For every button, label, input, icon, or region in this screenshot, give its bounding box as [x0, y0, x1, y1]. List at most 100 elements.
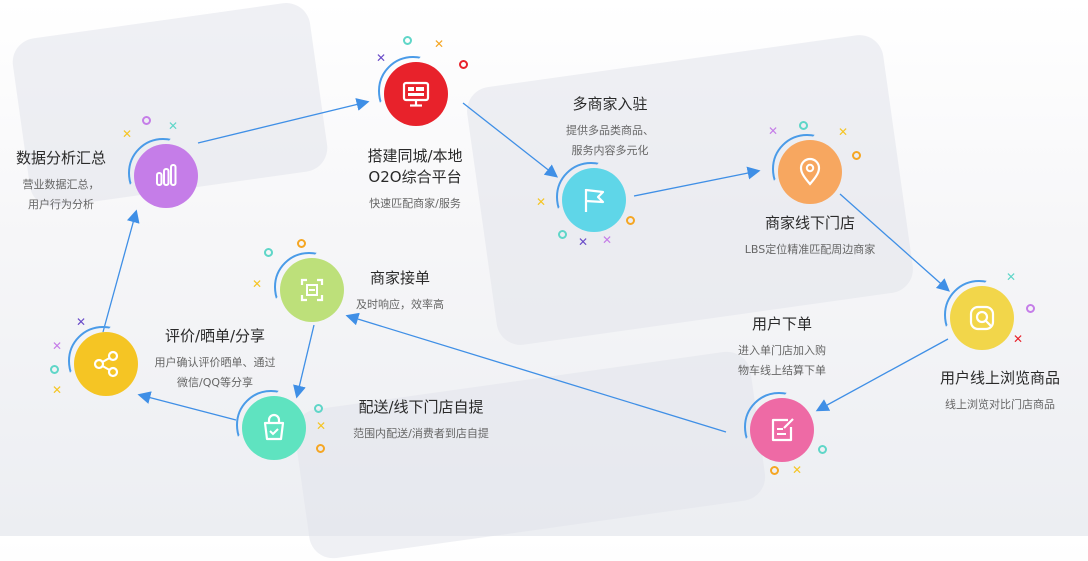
label-order: 用户下单 进入单门店加入购 物车线上结算下单	[712, 314, 852, 381]
decoration-circle	[403, 36, 412, 45]
decoration-cross: ✕	[578, 235, 589, 249]
node-delivery	[236, 390, 306, 460]
decoration-circle	[50, 365, 59, 374]
decoration-cross: ✕	[122, 127, 133, 141]
decoration-circle	[1026, 304, 1035, 313]
arrow-browse-to-order	[815, 338, 949, 412]
node-platform	[378, 56, 448, 126]
node-title: 商家接单	[369, 269, 430, 287]
node-desc: 进入单门店加入购	[738, 344, 826, 357]
arrow-review-to-analytics	[102, 209, 140, 333]
node-title: 配送/线下门店自提	[358, 398, 484, 416]
decoration-cross: ✕	[76, 315, 87, 329]
node-disc	[134, 144, 198, 208]
flow-arrows	[102, 98, 950, 433]
decoration-circle	[142, 116, 151, 125]
decoration-circle	[264, 248, 273, 257]
node-desc: 用户行为分析	[28, 198, 94, 211]
arrow-order-to-accept	[345, 312, 727, 433]
node-title: 用户下单	[751, 315, 812, 333]
node-disc	[384, 62, 448, 126]
decoration-cross: ✕	[434, 37, 445, 51]
edit-icon	[771, 418, 794, 442]
arrow-delivery-to-review	[137, 391, 237, 421]
node-desc: 提供多品类商品、	[566, 124, 654, 137]
decoration-cross: ✕	[536, 195, 547, 209]
location-pin-icon	[799, 157, 821, 186]
decoration-cross: ✕	[768, 124, 779, 138]
arrow-platform-to-multi-merchant	[462, 102, 559, 178]
decoration-circle	[799, 121, 808, 130]
decoration-circle	[818, 445, 827, 454]
node-analytics	[128, 138, 198, 208]
decoration-cross: ✕	[168, 119, 179, 133]
node-review	[68, 326, 138, 396]
node-desc: 营业数据汇总，	[22, 178, 100, 191]
search-icon	[969, 305, 995, 331]
arrow-analytics-to-platform	[197, 98, 370, 144]
node-title: 商家线下门店	[764, 214, 855, 232]
arrow-offline-store-to-browse	[839, 193, 950, 292]
node-disc	[778, 140, 842, 204]
label-browse: 用户线上浏览商品 线上浏览对比门店商品	[925, 368, 1075, 415]
decoration-cross: ✕	[1013, 332, 1024, 346]
node-browse	[944, 280, 1014, 350]
label-accept: 商家接单 及时响应，效率高	[340, 268, 460, 315]
node-offline-store	[772, 134, 842, 204]
decoration-circle	[852, 151, 861, 160]
label-review: 评价/晒单/分享 用户确认评价晒单、通过 微信/QQ等分享	[140, 326, 290, 393]
arrow-multi-merchant-to-offline-store	[633, 166, 761, 197]
node-title: 搭建同城/本地	[367, 147, 463, 165]
node-title: 多商家入驻	[572, 95, 648, 113]
decoration-circle	[770, 466, 779, 475]
label-analytics: 数据分析汇总 营业数据汇总， 用户行为分析	[0, 148, 122, 215]
decoration-circle	[316, 444, 325, 453]
node-disc	[750, 398, 814, 462]
shopping-bag-icon	[263, 413, 285, 441]
decoration-circle	[459, 60, 468, 69]
arrow-accept-to-delivery	[293, 324, 315, 399]
node-desc: 服务内容多元化	[571, 144, 649, 157]
decoration-cross: ✕	[52, 383, 63, 397]
flag-icon	[584, 188, 605, 212]
node-accept	[274, 252, 344, 322]
node-disc	[562, 168, 626, 232]
decoration-cross: ✕	[792, 463, 803, 477]
node-disc	[74, 332, 138, 396]
node-disc	[280, 258, 344, 322]
node-desc: 线上浏览对比门店商品	[945, 398, 1055, 411]
label-multi-merchant: 多商家入驻 提供多品类商品、 服务内容多元化	[540, 94, 680, 161]
label-platform: 搭建同城/本地 O2O综合平台 快速匹配商家/服务	[345, 146, 485, 214]
node-order	[744, 392, 814, 462]
label-offline-store: 商家线下门店 LBS定位精准匹配周边商家	[735, 213, 885, 260]
node-desc: LBS定位精准匹配周边商家	[744, 243, 876, 256]
node-desc: 及时响应，效率高	[356, 298, 444, 311]
decoration-circle	[297, 239, 306, 248]
node-disc	[242, 396, 306, 460]
decoration-cross: ✕	[602, 233, 613, 247]
decoration-cross: ✕	[316, 419, 327, 433]
node-title: 数据分析汇总	[15, 149, 106, 167]
decoration-cross: ✕	[1006, 270, 1017, 284]
decoration-circle	[314, 404, 323, 413]
share-icon	[93, 350, 119, 378]
node-title: O2O综合平台	[368, 168, 462, 186]
node-multi-merchant	[556, 162, 626, 232]
decoration-cross: ✕	[838, 125, 849, 139]
decoration-cross: ✕	[52, 339, 63, 353]
monitor-icon	[402, 81, 430, 107]
bar-chart-icon	[156, 164, 177, 186]
node-desc: 范围内配送/消费者到店自提	[353, 427, 489, 440]
node-desc: 用户确认评价晒单、通过	[154, 356, 276, 369]
decoration-circle	[626, 216, 635, 225]
label-delivery: 配送/线下门店自提 范围内配送/消费者到店自提	[336, 397, 506, 444]
decoration-cross: ✕	[376, 51, 387, 65]
node-title: 评价/晒单/分享	[164, 327, 266, 345]
node-disc	[950, 286, 1014, 350]
node-title: 用户线上浏览商品	[939, 369, 1060, 387]
scan-icon	[300, 278, 324, 302]
node-desc: 快速匹配商家/服务	[369, 197, 461, 210]
node-desc: 物车线上结算下单	[738, 364, 826, 377]
decoration-circle	[558, 230, 567, 239]
decoration-cross: ✕	[252, 277, 263, 291]
